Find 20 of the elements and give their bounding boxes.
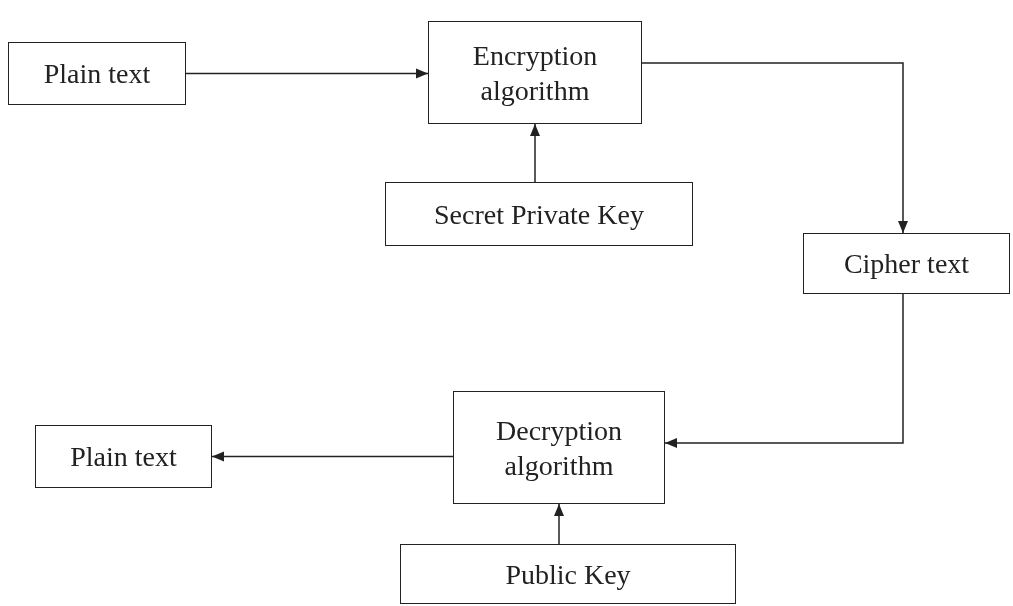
arrow xyxy=(554,503,564,545)
process-box xyxy=(8,42,186,105)
box-label: Decryption algorithm xyxy=(495,413,623,483)
process-box xyxy=(453,391,665,504)
box-label: Public Key xyxy=(505,557,631,592)
arrow xyxy=(641,62,908,234)
process-box xyxy=(35,425,212,488)
process-box xyxy=(803,233,1010,294)
box-label: Plain text xyxy=(43,57,151,91)
box-label: Cipher text xyxy=(843,247,970,281)
arrow xyxy=(185,68,429,79)
process-box xyxy=(385,182,693,246)
box-label: Secret Private Key xyxy=(434,197,644,232)
arrow xyxy=(211,451,454,462)
box-label: Plain text xyxy=(70,440,177,474)
process-box xyxy=(400,544,736,604)
arrow xyxy=(664,293,904,448)
process-box xyxy=(428,21,642,124)
box-label: Encryption algorithm xyxy=(471,38,599,108)
arrow xyxy=(530,123,540,183)
